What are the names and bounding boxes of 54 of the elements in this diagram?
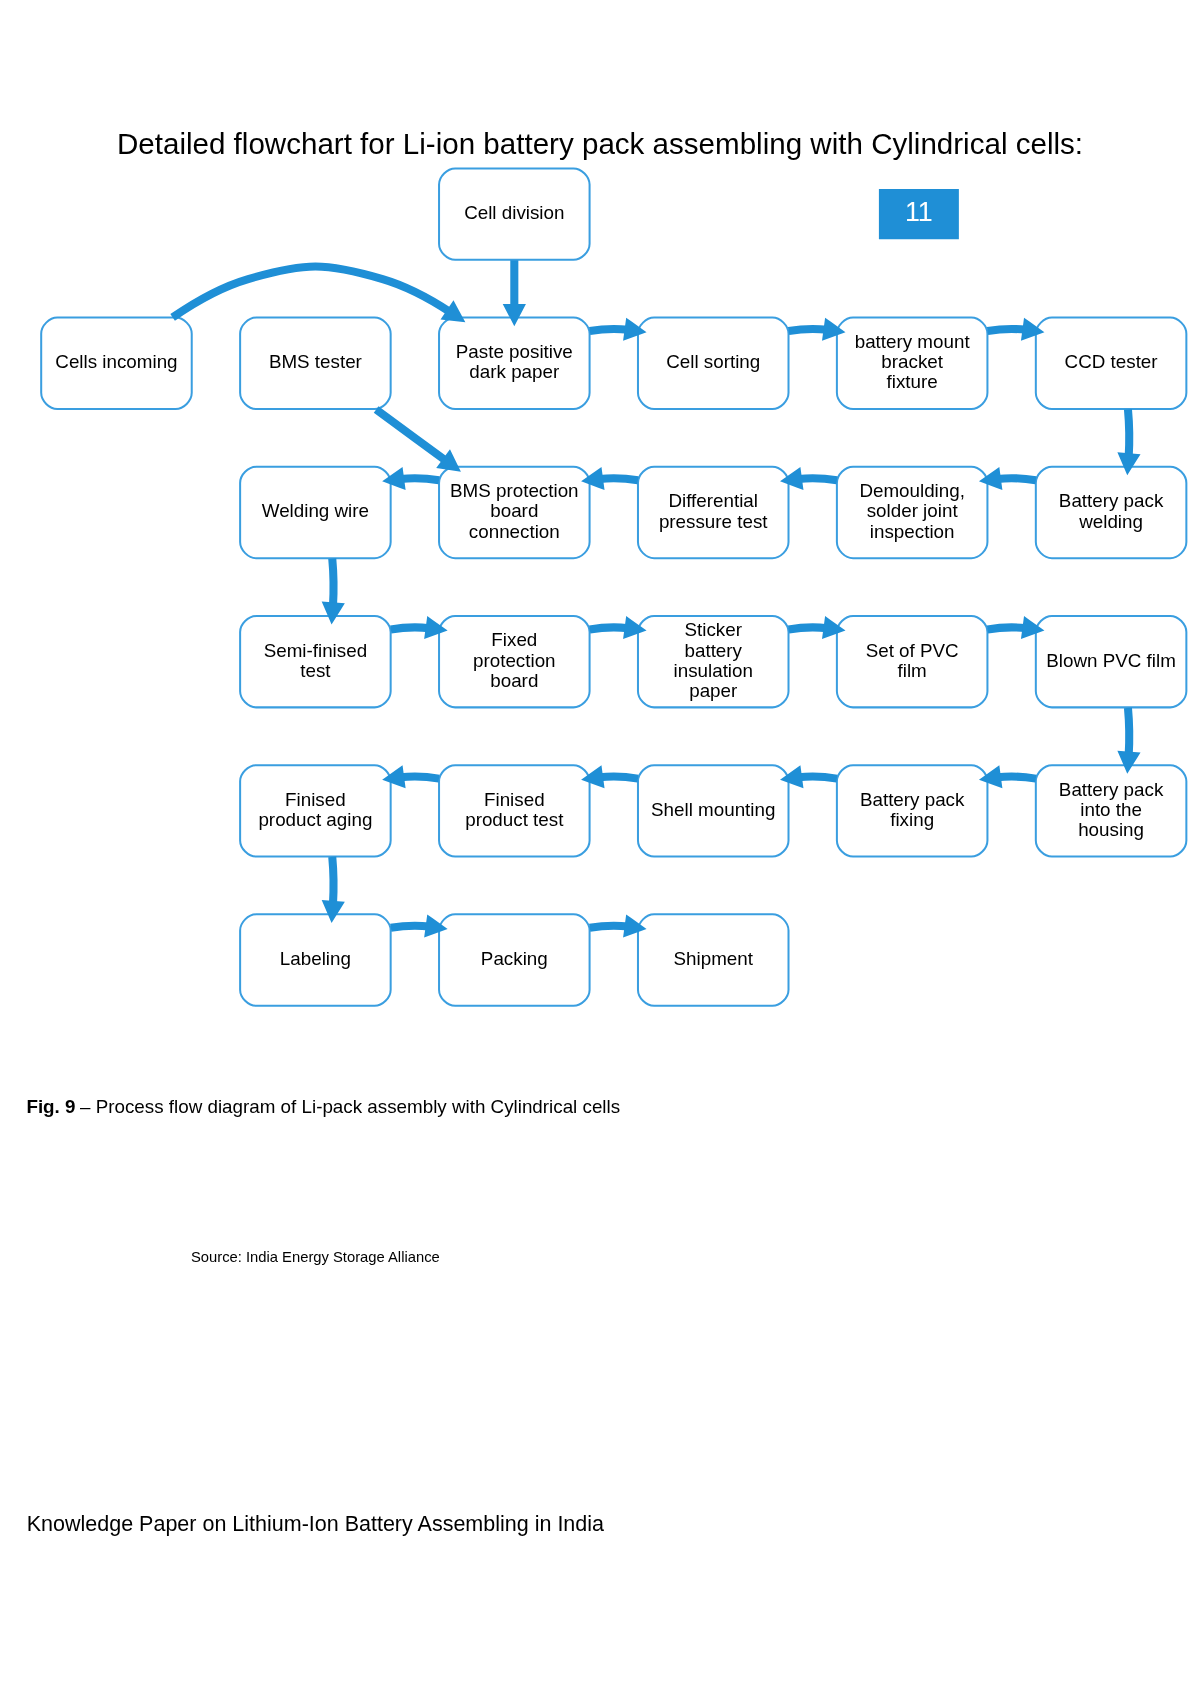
node-box: Fixed protection board: [438, 614, 591, 709]
arrow: [978, 765, 1037, 789]
arrow: [390, 914, 448, 938]
arrow: [390, 616, 448, 640]
arrow: [780, 765, 838, 789]
caption: Fig. 9 – Process flow diagram of Li-pack assembly with Cylindrical cells: [26, 1095, 621, 1117]
label: Source: India Energy Storage Alliance: [191, 1249, 440, 1266]
node-box: Demoulding, solder joint inspection: [835, 465, 989, 560]
node-box: Differential pressure test: [636, 465, 790, 560]
arrow: [986, 317, 1045, 341]
arrow: [502, 260, 526, 327]
node-box: Finised product aging: [239, 764, 392, 858]
node-box: Paste positive dark paper: [438, 316, 591, 410]
arrow: [382, 765, 440, 789]
arrow: [373, 406, 461, 472]
diagram-title: Detailed flowchart for Li-ion battery pack assembling with Cylindrical cells:: [116, 127, 1084, 161]
label: Knowledge Paper on Lithium-Ion Battery Assembling in India: [26, 1512, 605, 1537]
node-box: CCD tester: [1034, 316, 1188, 410]
node-box: Cell sorting: [636, 316, 790, 410]
node-box: Shell mounting: [636, 764, 790, 858]
arrow: [986, 616, 1045, 640]
arrow: [780, 466, 838, 490]
arrow: [589, 616, 647, 640]
arrow: [589, 317, 647, 341]
node-box: Sticker battery insulation paper: [636, 614, 790, 709]
arrow: [581, 466, 639, 490]
arrow: [1117, 409, 1141, 476]
node-box: Labeling: [239, 913, 392, 1007]
node-box: Semi-finised test: [239, 614, 392, 709]
arrow: [589, 914, 647, 938]
node-box: battery mount bracket fixture: [835, 316, 989, 410]
label: 11: [904, 196, 933, 227]
node-box: Shipment: [636, 913, 790, 1007]
node-box: Packing: [438, 913, 591, 1007]
node-box: Battery pack into the housing: [1034, 764, 1188, 858]
node-box: BMS protection board connection: [438, 465, 591, 560]
arrow: [1117, 707, 1141, 774]
arrow: [788, 317, 846, 341]
arrow: [170, 262, 466, 323]
node-box: Set of PVC film: [835, 614, 989, 709]
node-box: Cell division: [438, 167, 591, 261]
node-box: Finised product test: [438, 764, 591, 858]
node-box: Battery pack welding: [1034, 465, 1188, 560]
node-box: Cells incoming: [40, 316, 193, 410]
node-box: Battery pack fixing: [835, 764, 989, 858]
arrow: [321, 856, 345, 923]
arrow: [382, 466, 440, 490]
node-box: Welding wire: [239, 465, 392, 560]
node-box: BMS tester: [239, 316, 392, 410]
arrow: [978, 466, 1037, 490]
arrow: [788, 616, 846, 640]
arrow: [321, 558, 345, 625]
node-box: Blown PVC film: [1034, 614, 1188, 709]
arrow: [581, 765, 639, 789]
